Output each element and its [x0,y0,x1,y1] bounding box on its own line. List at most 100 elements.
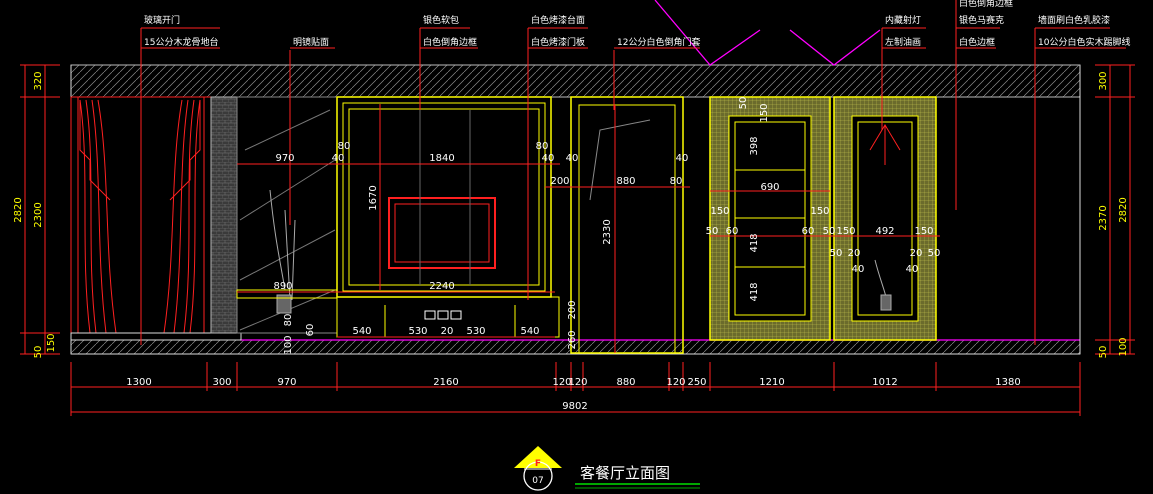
dim-right-50: 50 [1098,346,1109,359]
label-white-frame-2: 白色倒角边框 [959,0,1013,9]
dim-1840: 1840 [429,153,454,164]
label-skirting: 10公分白色实木踢脚线 [1038,36,1130,48]
dim-100-v: 100 [283,335,294,354]
dim-bottom-250: 250 [687,377,706,388]
dim-right-2820: 2820 [1118,197,1129,222]
dim-540-b: 540 [520,326,539,337]
dim-2330: 2330 [602,219,613,244]
label-wood-platform: 15公分木龙骨地台 [144,36,218,48]
dim-540-a: 540 [352,326,371,337]
dim-40-f: 40 [906,264,919,275]
dim-890: 890 [273,281,292,292]
dim-50-v: 50 [738,97,749,110]
dim-bottom-880: 880 [616,377,635,388]
label-white-frame-1: 白色倒角边框 [423,36,477,48]
dim-50-c: 50 [830,248,843,259]
label-white-border: 白色边框 [959,36,995,48]
dim-20-a: 20 [848,248,861,259]
dim-150-v: 150 [759,103,770,122]
dim-left-320: 320 [33,71,44,90]
dim-bottom-2160: 2160 [433,377,458,388]
drawing-title: 客餐厅立面图 [580,464,670,482]
label-door-casing: 12公分白色倒角门套 [617,36,700,48]
dim-bottom-970: 970 [277,377,296,388]
dim-60-b: 60 [802,226,815,237]
dim-150-c: 150 [836,226,855,237]
mosaic-cabinet-left [709,96,831,341]
dim-bottom-1210: 1210 [759,377,784,388]
dim-80-a: 80 [338,141,351,152]
dim-bottom-120b: 120 [568,377,587,388]
ceiling-band [70,64,1081,98]
dim-right-300: 300 [1098,71,1109,90]
dim-1670: 1670 [368,185,379,210]
dim-80-v: 80 [283,314,294,327]
roof-lines [654,0,881,66]
dim-left-150: 150 [46,333,57,352]
label-oil-painting: 左制油画 [885,36,921,48]
curtain-window [70,96,242,341]
dim-40-a: 40 [332,153,345,164]
label-latex-paint: 墙面刷白色乳胶漆 [1038,14,1110,26]
dim-150-d: 150 [914,226,933,237]
dim-right-2370: 2370 [1098,205,1109,230]
dim-bottom-120c: 120 [666,377,685,388]
dim-418-a: 418 [749,233,760,252]
dim-bottom-1380: 1380 [995,377,1020,388]
drawing-symbol-number: 07 [532,476,543,486]
dim-418-b: 418 [749,282,760,301]
dim-260-v: 260 [567,330,578,349]
dim-left-2820: 2820 [13,197,24,222]
mirror-wall [236,96,338,334]
side-dimension-lines [20,64,1135,355]
dim-60-v: 60 [305,324,316,337]
dim-50-d: 50 [928,248,941,259]
dim-970-mirror: 970 [275,153,294,164]
label-silver-upholstery: 银色软包 [423,14,459,26]
label-mirror: 明镜贴面 [293,36,329,48]
dim-right-100: 100 [1118,337,1129,356]
dim-530-a: 530 [408,326,427,337]
drawing-symbol-letter: F [535,459,541,469]
dim-20-b: 20 [910,248,923,259]
bottom-dimension-lines [70,362,1081,416]
dim-50-a: 50 [706,226,719,237]
dim-492: 492 [875,226,894,237]
dim-40-d: 40 [676,153,689,164]
leader-lines [140,0,1126,345]
label-silver-mosaic: 银色马赛克 [959,14,1004,26]
dim-overall: 9802 [562,401,587,412]
dim-40-e: 40 [852,264,865,275]
label-glass-door: 玻璃开门 [144,14,180,26]
dim-left-2300: 2300 [33,202,44,227]
label-white-countertop: 白色烤漆台面 [531,14,585,26]
dim-left-50: 50 [33,346,44,359]
dim-40-c: 40 [566,153,579,164]
dim-150-b: 150 [810,206,829,217]
label-white-door-panel: 白色烤漆门板 [531,36,585,48]
mosaic-cabinet-right [833,96,937,341]
label-spotlight: 内藏射灯 [885,14,921,26]
dim-80-c: 80 [670,176,683,187]
dim-bottom-300: 300 [212,377,231,388]
dim-880-door: 880 [616,176,635,187]
dim-bottom-1012: 1012 [872,377,897,388]
dim-20: 20 [441,326,454,337]
dim-80-b: 80 [536,141,549,152]
dim-60-a: 60 [726,226,739,237]
dim-2240: 2240 [429,281,454,292]
dim-50-b: 50 [823,226,836,237]
dim-530-b: 530 [466,326,485,337]
dim-bottom-1300: 1300 [126,377,151,388]
dim-398: 398 [749,136,760,155]
drawing-symbol [514,446,562,491]
dim-150-a: 150 [710,206,729,217]
interior-dimension-lines [237,104,940,353]
dim-690: 690 [760,182,779,193]
door-opening [570,96,684,354]
dim-40-b: 40 [542,153,555,164]
tv-wall [336,96,560,338]
dim-200-v: 200 [567,300,578,319]
dim-200: 200 [550,176,569,187]
